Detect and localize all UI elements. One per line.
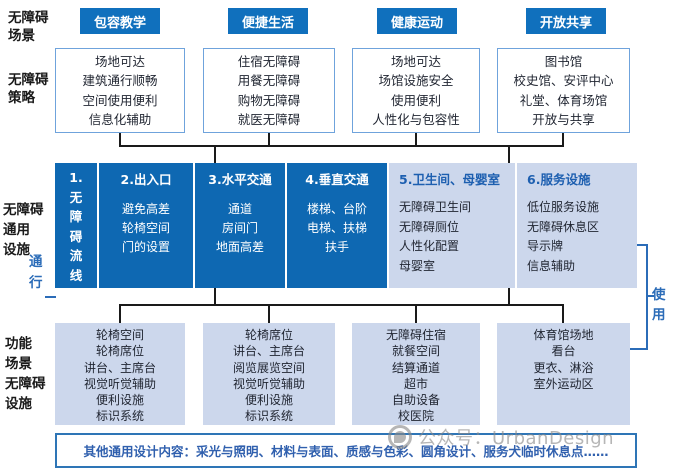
facility-section-vertical-traffic: 4.垂直交通 楼梯、台阶 电梯、扶梯 扶手 <box>287 163 387 288</box>
connector-line <box>562 306 564 323</box>
connector-line <box>562 133 564 146</box>
facility-section-items: 楼梯、台阶 电梯、扶梯 扶手 <box>306 202 367 254</box>
facility-section-restroom: 5.卫生间、母婴室 无障碍卫生间 无障碍厕位 人性化配置 母婴室 <box>389 163 515 288</box>
facility-section-flow-line: 1. 无 障 碍 流 线 <box>55 163 97 288</box>
facility-section-title: 6.服务设施 <box>527 172 591 187</box>
function-box-sports: 体育馆场地 看台 更衣、淋浴 室外运动区 <box>497 323 630 425</box>
facility-section-horizontal-traffic: 3.水平交通 通道 房间门 地面高差 <box>195 163 285 288</box>
row-label-passage: 通 行 <box>29 254 43 291</box>
strategy-box-teaching: 场地可达 建筑通行顺畅 空间使用便利 信息化辅助 <box>55 48 185 133</box>
watermark-text: 公众号：UrbanDesign <box>418 428 615 449</box>
facility-section-title: 2.出入口 <box>120 172 172 187</box>
other-universal-design-bar: 其他通用设计内容：采光与照明、材料与表面、质感与色彩、圆角设计、服务犬临时休息点… <box>55 433 637 468</box>
strategy-box-sharing: 图书馆 校史馆、安评中心 礼堂、体育场馆 开放与共享 <box>497 48 630 133</box>
scene-node-inclusive-teaching: 包容教学 <box>80 8 160 34</box>
row-label-scene: 无障碍 场景 <box>8 10 49 44</box>
row-label-strategy: 无障碍 策略 <box>8 72 49 106</box>
function-box-living: 无障碍住宿 就餐空间 结算通道 超市 自助设备 校医院 <box>352 323 480 425</box>
strategy-box-sports: 场地可达 场馆设施安全 使用便利 人性化与包容性 <box>352 48 480 133</box>
facility-section-service: 6.服务设施 低位服务设施 无障碍休息区 导示牌 信息辅助 <box>517 163 637 288</box>
row-label-use: 使 用 <box>652 287 666 323</box>
connector-line <box>508 147 510 163</box>
scene-node-healthy-sports: 健康运动 <box>377 8 457 34</box>
other-universal-design-text: 其他通用设计内容：采光与照明、材料与表面、质感与色彩、圆角设计、服务犬临时休息点… <box>83 444 609 459</box>
facility-section-items: 避免高差 轮椅空间 门的设置 <box>121 202 170 254</box>
watermark-logo-icon <box>388 425 412 449</box>
facility-section-items: 通道 房间门 地面高差 <box>215 202 264 254</box>
general-facilities-band: 1. 无 障 碍 流 线 2.出入口 避免高差 轮椅空间 门的设置 3.水平交通… <box>55 163 637 288</box>
facility-section-title: 5.卫生间、母婴室 <box>399 172 500 187</box>
facility-section-entrance: 2.出入口 避免高差 轮椅空间 门的设置 <box>99 163 193 288</box>
passage-connector-line <box>45 296 56 298</box>
connector-line <box>119 133 121 146</box>
connector-line <box>214 147 216 163</box>
connector-line <box>268 306 270 323</box>
function-box-reading: 轮椅席位 讲台、主席台 阅览展览空间 视觉听觉辅助 便利设施 标识系统 <box>203 323 335 425</box>
scene-node-open-sharing: 开放共享 <box>526 8 606 34</box>
strategy-box-life: 住宿无障碍 用餐无障碍 购物无障碍 就医无障碍 <box>203 48 335 133</box>
use-bracket-line <box>637 244 648 246</box>
connector-line <box>214 288 216 305</box>
scene-node-convenient-life: 便捷生活 <box>228 8 308 34</box>
facility-section-title: 4.垂直交通 <box>305 172 369 187</box>
watermark: 公众号：UrbanDesign <box>388 424 614 450</box>
facility-section-title: 3.水平交通 <box>208 172 272 187</box>
connector-bus <box>119 304 564 306</box>
use-bracket-line <box>646 295 654 297</box>
connector-line <box>268 133 270 146</box>
row-label-function-facilities: 功能 场景 无障碍 设施 <box>5 336 46 412</box>
facility-section-items: 无障碍卫生间 无障碍厕位 人性化配置 母婴室 <box>399 200 472 273</box>
connector-bus <box>119 145 564 147</box>
use-bracket-line <box>646 244 648 350</box>
connector-line <box>119 306 121 323</box>
use-bracket-line <box>629 348 648 350</box>
facility-section-items: 低位服务设施 无障碍休息区 导示牌 信息辅助 <box>527 200 600 273</box>
row-label-general-facilities: 无障碍 通用 设施 <box>3 202 44 258</box>
function-box-teaching: 轮椅空间 轮椅席位 讲台、主席台 视觉听觉辅助 便利设施 标识系统 <box>55 323 185 425</box>
connector-line <box>415 306 417 323</box>
connector-line <box>415 133 417 146</box>
connector-line <box>508 288 510 305</box>
